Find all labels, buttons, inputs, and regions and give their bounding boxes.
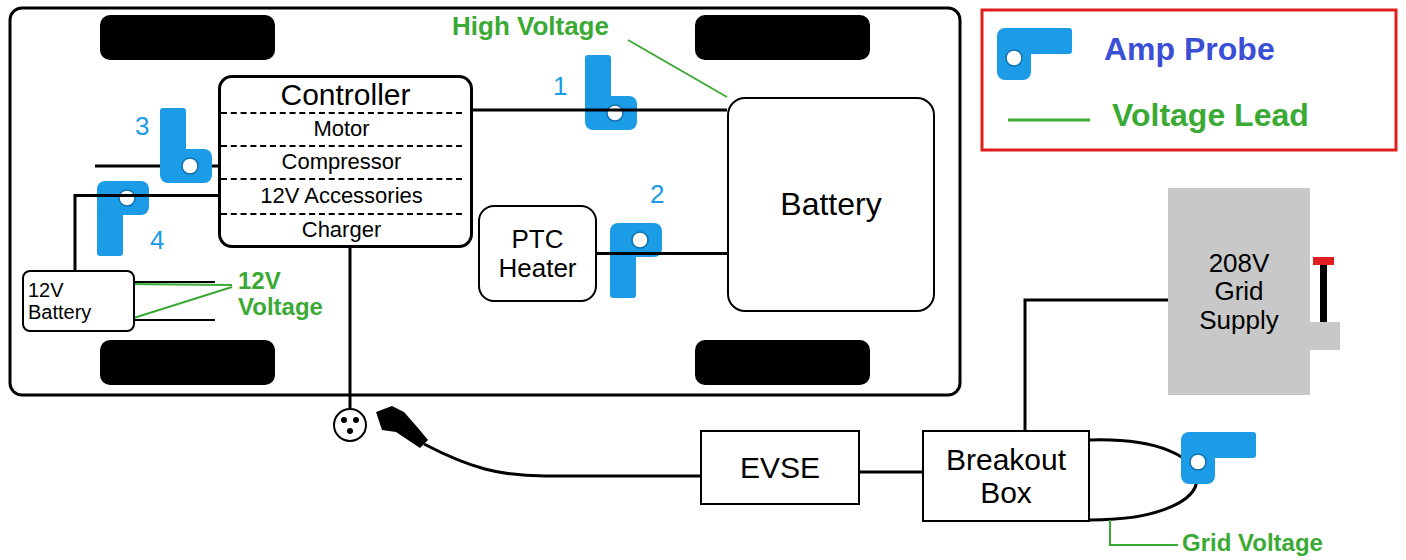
charger-wire <box>349 248 352 408</box>
wire-connector <box>597 252 727 255</box>
port-pin <box>347 428 353 434</box>
node-text: 208V Grid Supply <box>1189 249 1289 335</box>
amp-probe <box>1181 432 1256 484</box>
amp-probe <box>97 181 149 256</box>
callout-number: 1 <box>553 72 567 101</box>
grid-switch-tip <box>1313 257 1334 265</box>
node-text: 12V Accessories <box>260 184 423 208</box>
voltage-lead <box>124 284 232 285</box>
legend-text: Voltage Lead <box>1112 98 1309 133</box>
car-body <box>10 8 960 395</box>
voltage-lead <box>1110 520 1178 545</box>
leader-label: 12V Voltage <box>238 268 333 321</box>
controller-box: ControllerMotorCompressor 12V Accessories… <box>218 75 473 248</box>
legend-frame <box>982 10 1396 150</box>
charge-cable <box>424 444 700 476</box>
controller-band: 12V Accessories <box>221 178 462 213</box>
charge-plug <box>376 406 428 448</box>
leader-label: High Voltage <box>452 12 609 41</box>
charge-port <box>334 409 366 441</box>
grid-supply-box: 208V Grid Supply <box>1168 188 1310 395</box>
callout-number: 2 <box>650 180 664 209</box>
node-text: Battery <box>780 187 881 222</box>
wire-connector <box>75 196 221 271</box>
controller-band: Motor <box>221 112 462 145</box>
port-pin <box>353 417 359 423</box>
amp-probe <box>160 108 212 183</box>
breakout-box: Breakout Box <box>922 430 1090 522</box>
node-text: Charger <box>302 218 381 242</box>
voltage-lead <box>124 287 232 321</box>
legend-text: Amp Probe <box>1104 32 1275 67</box>
leader-label: Grid Voltage <box>1182 530 1323 556</box>
wire-connector <box>473 109 727 112</box>
callout-number: 4 <box>150 226 164 255</box>
terminal-wire <box>135 319 215 321</box>
node-text: 12V Battery <box>28 279 108 323</box>
callout-number: 3 <box>135 112 149 141</box>
node-text: Motor <box>313 117 369 141</box>
node-text: Compressor <box>282 150 402 174</box>
heater-box: PTC Heater <box>478 205 597 302</box>
wire-connector <box>1025 300 1168 430</box>
breakout-loop <box>1090 440 1197 520</box>
probe-swatch <box>990 24 1090 84</box>
amp-probe <box>610 223 662 298</box>
battery-box: 12V Battery <box>22 270 135 332</box>
battery-box: Battery <box>727 97 935 312</box>
voltage-lead <box>628 40 727 97</box>
grid-switch-handle <box>1320 262 1327 322</box>
terminal-wire <box>135 281 215 283</box>
amp-probe <box>585 55 637 130</box>
controller-band: Compressor <box>221 145 462 178</box>
node-text: Controller <box>221 78 470 112</box>
node-text: PTC Heater <box>485 225 590 282</box>
wire-connector <box>860 471 922 474</box>
node-text: Breakout Box <box>931 443 1081 509</box>
wheel <box>695 340 870 385</box>
controller-band: Charger <box>221 213 462 245</box>
evse-box: EVSE <box>700 430 860 505</box>
wheel <box>100 15 275 60</box>
wheel <box>695 15 870 60</box>
lead-swatch <box>990 90 1090 150</box>
node-text: EVSE <box>740 451 820 484</box>
port-pin <box>341 417 347 423</box>
wheel <box>100 340 275 385</box>
